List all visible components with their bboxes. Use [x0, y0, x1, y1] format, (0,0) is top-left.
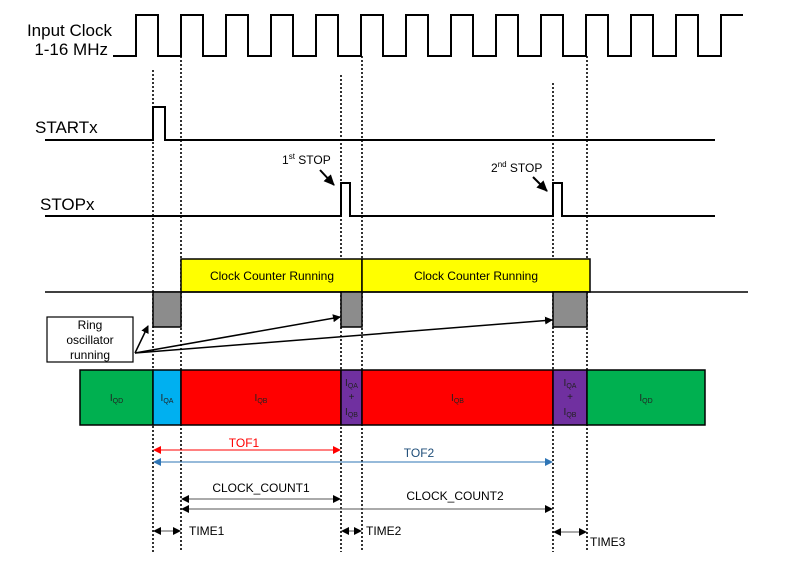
first-stop-arrow — [319, 169, 335, 186]
time2-label: TIME2 — [366, 524, 402, 538]
input-clock-frequency-label: 1-16 MHz — [34, 40, 108, 59]
input-clock-waveform — [113, 14, 743, 57]
time3-label: TIME3 — [590, 535, 626, 549]
current-segment-label: IQD — [639, 393, 652, 405]
current-consumption-bar: IQD IQA IQB IQA + IQB IQB IQA + IQB IQD — [79, 369, 706, 426]
ring-oscillator-arrow-1 — [134, 325, 149, 354]
current-segment-label: IQB — [345, 407, 358, 419]
first-stop-label: 1st STOP — [282, 152, 331, 167]
current-segment-label: IQB — [451, 393, 464, 405]
current-segment-iqa — [152, 369, 182, 426]
clock-counter-label-1: Clock Counter Running — [210, 269, 334, 283]
start-signal-label: STARTx — [35, 118, 98, 137]
current-segment-label: IQB — [564, 407, 577, 419]
tof1-label: TOF1 — [229, 436, 260, 450]
current-segment-iqd — [586, 369, 706, 426]
current-segment-label: IQA — [345, 378, 358, 390]
current-segment-iqa-plus-iqb — [552, 369, 588, 426]
start-signal-waveform — [45, 106, 715, 141]
current-segment-iqb — [180, 369, 342, 426]
ring-oscillator-callout-line3: running — [70, 348, 110, 362]
second-stop-arrow — [532, 176, 548, 192]
ring-oscillator-callout-line1: Ring — [78, 318, 103, 332]
current-segment-iqb — [361, 369, 554, 426]
ring-oscillator-arrow-3 — [134, 316, 553, 354]
clock-count2-label: CLOCK_COUNT2 — [406, 489, 504, 503]
time1-label: TIME1 — [189, 524, 225, 538]
current-segment-plus: + — [349, 392, 355, 403]
clock-counter-label-2: Clock Counter Running — [414, 269, 538, 283]
clock-counter-box-2 — [361, 258, 591, 293]
ring-oscillator-box-2 — [340, 291, 363, 328]
clock-counter-box-1 — [180, 258, 363, 293]
input-clock-label: Input Clock — [27, 21, 113, 40]
ring-oscillator-box-1 — [152, 291, 182, 328]
current-segment-plus: + — [567, 392, 573, 403]
stop-signal-waveform — [45, 182, 715, 217]
current-segment-label: IQD — [110, 393, 123, 405]
timing-markers — [152, 56, 588, 552]
ring-oscillator-box-3 — [552, 291, 588, 328]
second-stop-label: 2nd STOP — [491, 160, 542, 175]
stop-signal-label: STOPx — [40, 195, 95, 214]
ring-oscillator-arrow-2 — [134, 314, 341, 354]
clock-count1-label: CLOCK_COUNT1 — [212, 481, 310, 495]
ring-oscillator-callout-box — [46, 316, 134, 363]
tof2-label: TOF2 — [404, 446, 435, 460]
current-segment-label: IQA — [161, 393, 174, 405]
current-segment-label: IQB — [255, 393, 268, 405]
ring-oscillator-callout-line2: oscillator — [66, 333, 113, 347]
current-segment-label: IQA — [564, 378, 577, 390]
